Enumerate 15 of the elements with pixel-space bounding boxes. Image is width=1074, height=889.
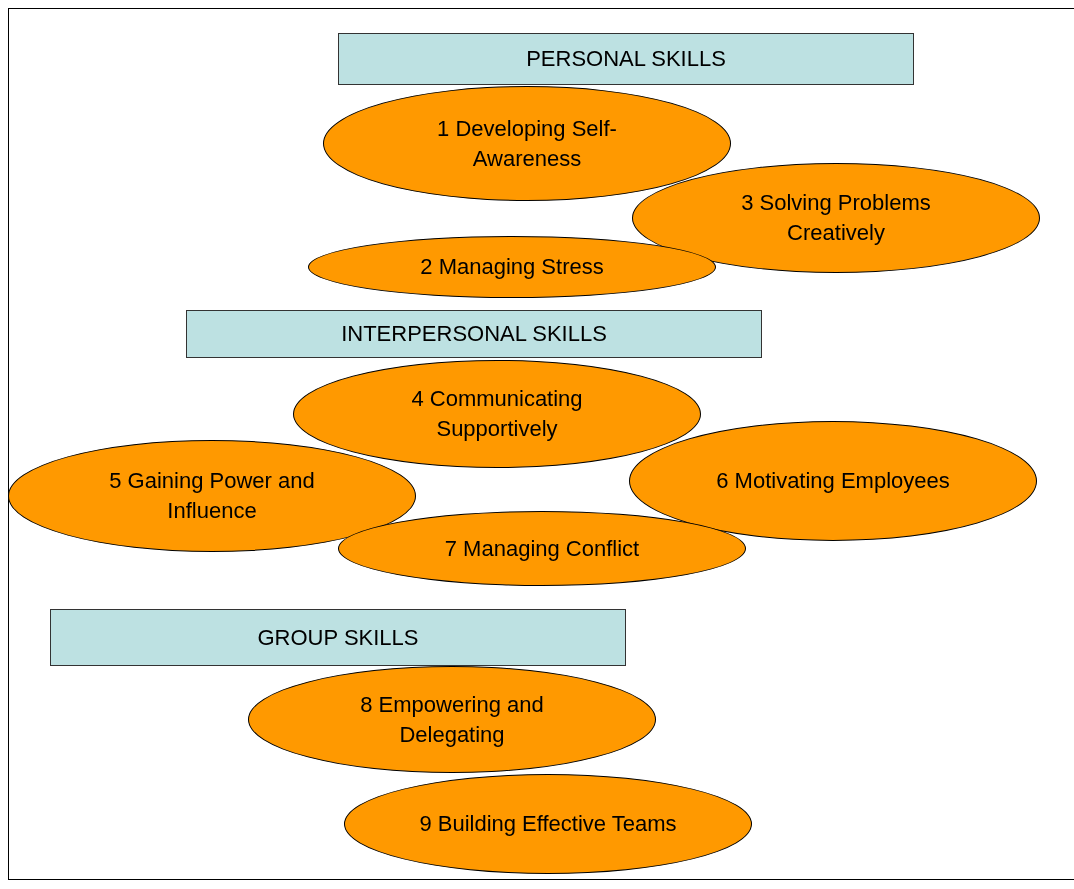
section-heading: INTERPERSONAL SKILLS xyxy=(340,320,608,348)
skill-label: 7 Managing Conflict xyxy=(443,534,641,563)
skill-label: 9 Building Effective Teams xyxy=(418,810,678,838)
skill-label: 3 Solving Problems Creatively xyxy=(740,189,932,247)
section-box xyxy=(186,310,762,358)
skill-label: 2 Managing Stress xyxy=(419,253,605,281)
skill-label: 1 Developing Self-Awareness xyxy=(436,114,618,173)
section-heading: GROUP SKILLS xyxy=(256,623,420,652)
skill-label: 6 Motivating Employees xyxy=(715,467,951,495)
section-box xyxy=(50,609,626,666)
skill-label: 4 Communicating Supportively xyxy=(410,385,584,443)
section-heading: PERSONAL SKILLS xyxy=(525,45,727,73)
skill-label: 8 Empowering and Delegating xyxy=(359,690,545,749)
section-box xyxy=(338,33,914,85)
skill-label: 5 Gaining Power and Influence xyxy=(108,467,316,525)
